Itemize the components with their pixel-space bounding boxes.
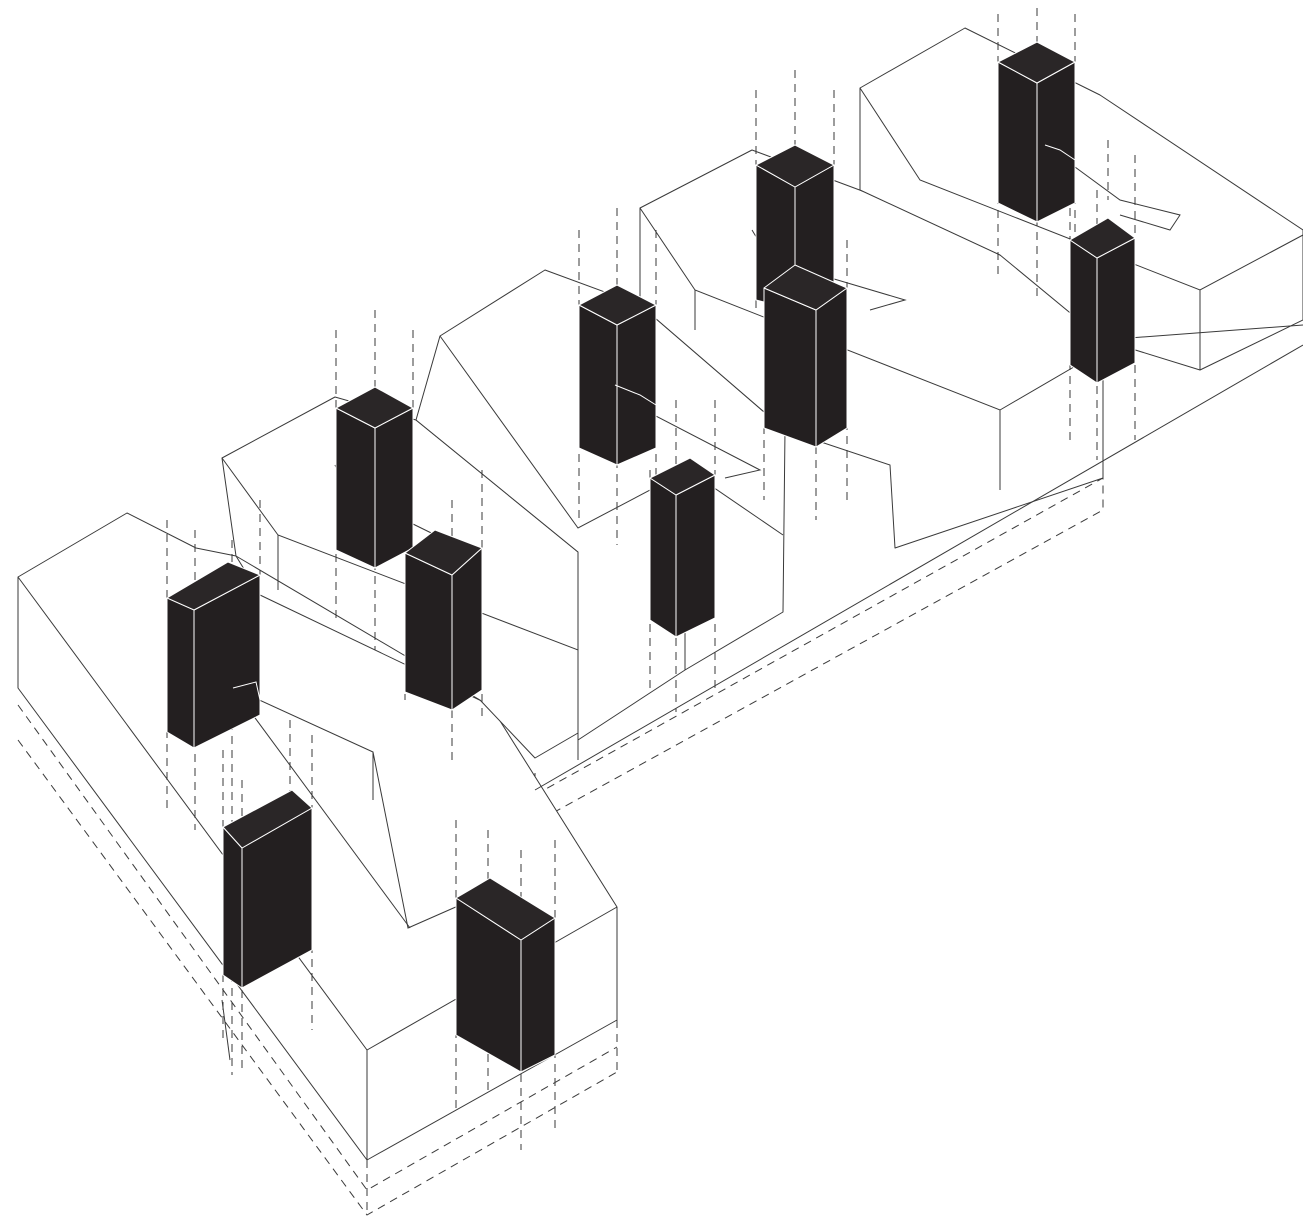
core-11 bbox=[1069, 217, 1136, 384]
core-9 bbox=[763, 264, 848, 448]
core-5 bbox=[455, 877, 556, 1073]
core-7 bbox=[649, 457, 716, 638]
core-6 bbox=[578, 284, 657, 466]
core-4 bbox=[404, 529, 483, 711]
circulation-lines bbox=[232, 144, 1076, 701]
core-towers bbox=[166, 41, 1136, 1073]
core-1 bbox=[166, 561, 261, 749]
core-3 bbox=[335, 386, 414, 569]
core-10 bbox=[997, 41, 1076, 223]
core-2 bbox=[222, 789, 313, 989]
